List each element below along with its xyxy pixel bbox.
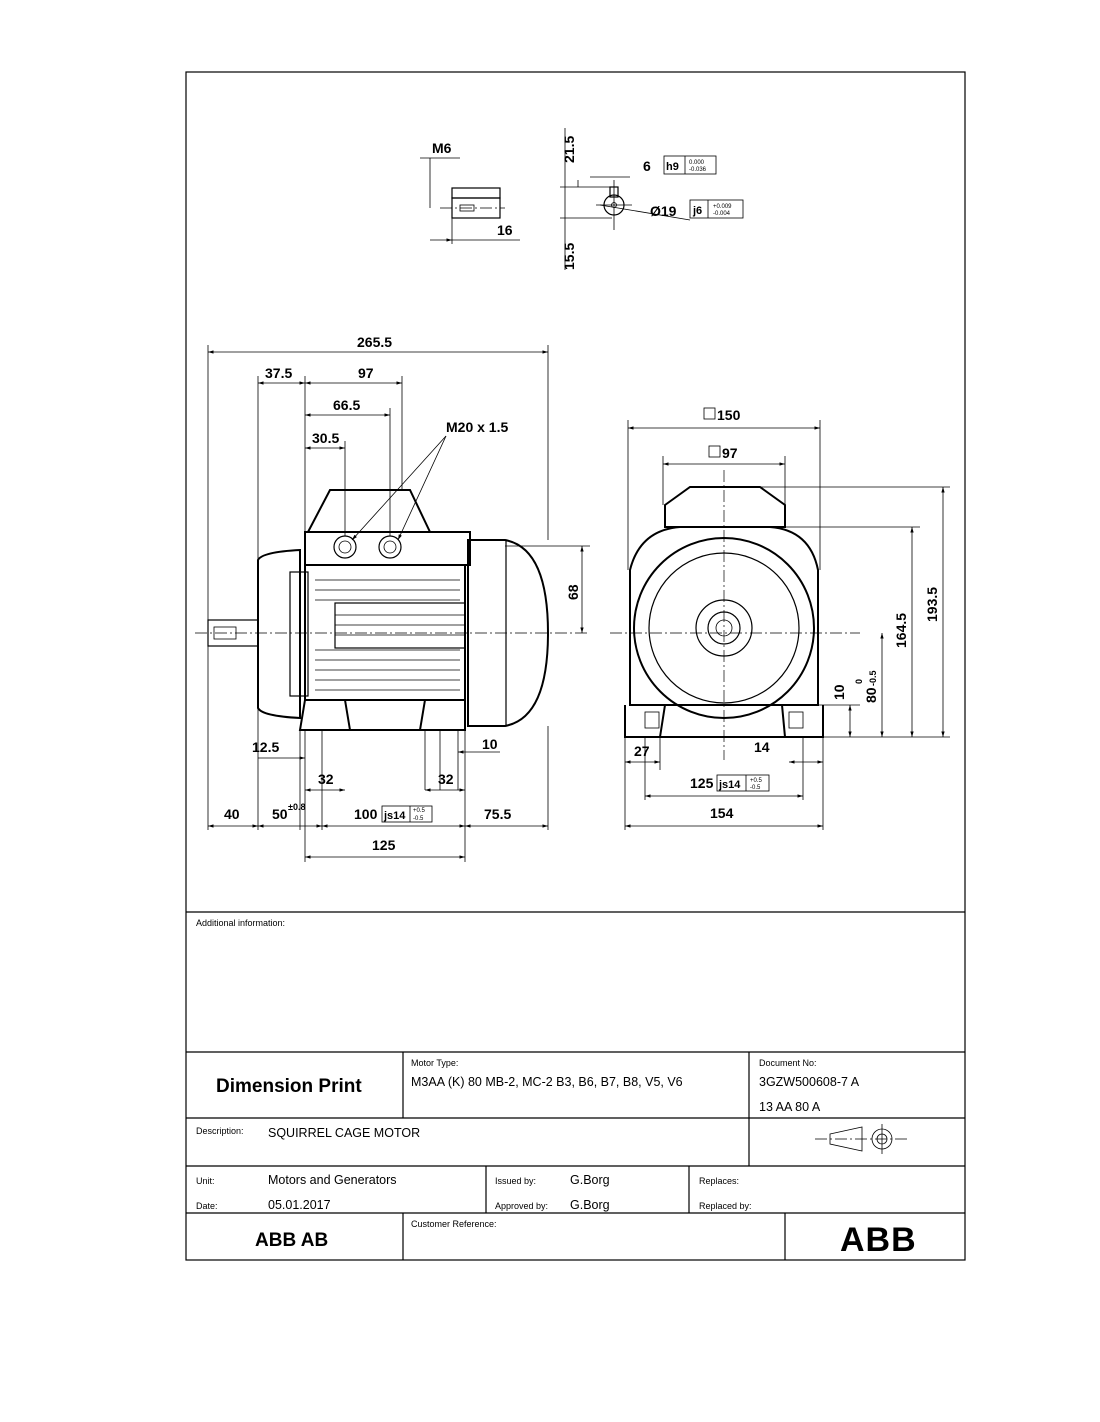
shaft-tol-upper: +0.009 [713, 204, 732, 210]
dim-27-label: 27 [634, 743, 650, 759]
dim-75-5-label: 75.5 [484, 806, 511, 822]
dim-30-5-label: 30.5 [312, 430, 339, 446]
projection-symbol-icon [815, 1124, 910, 1154]
dim-66-5-label: 66.5 [333, 397, 360, 413]
document-ref-value: 13 AA 80 A [759, 1100, 821, 1114]
shaft-offset-label: 15.5 [561, 243, 577, 270]
motor-side-view: 265.5 37.5 97 66.5 30.5 M20 x 1.5 68 12. [195, 334, 590, 862]
dim-14-label: 14 [754, 739, 770, 755]
issued-by-value: G.Borg [570, 1173, 610, 1187]
key-width-label: 6 [643, 158, 651, 174]
unit-value: Motors and Generators [268, 1173, 397, 1187]
dim-12-5-label: 12.5 [252, 739, 279, 755]
dim-32-right-label: 32 [438, 771, 454, 787]
date-value: 05.01.2017 [268, 1198, 331, 1212]
motor-end-view: 150 97 193.5 164.5 80 0 -0.5 10 27 14 12… [610, 407, 950, 830]
dim-125-end-label: 125 [690, 775, 714, 791]
height-164-5-label: 164.5 [893, 613, 909, 648]
dim-50-label: 50 [272, 806, 288, 822]
keyway-length-label: 16 [497, 222, 513, 238]
motor-type-value: M3AA (K) 80 MB-2, MC-2 B3, B6, B7, B8, V… [411, 1075, 683, 1089]
abb-logo: ABB [840, 1221, 917, 1259]
shaft-height-label: 21.5 [561, 136, 577, 163]
dim-68-label: 68 [565, 584, 581, 600]
height-193-5-label: 193.5 [924, 587, 940, 622]
document-no-value: 3GZW500608-7 A [759, 1075, 860, 1089]
shaft-tol-lower: -0.004 [713, 211, 731, 217]
description-label: Description: [196, 1126, 244, 1136]
key-tol-lower: -0.036 [689, 167, 707, 173]
cable-entry-label: M20 x 1.5 [446, 419, 508, 435]
shaft-end-detail: M6 16 21.5 15.5 6 h9 0.000 -0.036 Ø19 j6… [420, 128, 744, 270]
shaft-height-80-tol-upper: 0 [854, 679, 864, 684]
shaft-diameter-label: Ø19 [650, 203, 677, 219]
date-label: Date: [196, 1201, 218, 1211]
dim-125-end-tol-lower: -0.5 [750, 785, 761, 791]
dim-10-side-label: 10 [482, 736, 498, 752]
additional-info-label: Additional information: [196, 918, 285, 928]
title-block: Additional information: Dimension Print … [186, 911, 965, 1260]
customer-reference-label: Customer Reference: [411, 1219, 497, 1229]
square-150-label: 150 [717, 407, 741, 423]
shaft-height-80-tol-lower: -0.5 [868, 670, 878, 686]
issued-by-label: Issued by: [495, 1176, 536, 1186]
dim-50-tol: ±0.8 [288, 802, 305, 812]
dim-125-end-tol-upper: +0.5 [750, 778, 763, 784]
replaced-by-label: Replaced by: [699, 1201, 752, 1211]
description-value: SQUIRREL CAGE MOTOR [268, 1126, 420, 1140]
dim-32-left-label: 32 [318, 771, 334, 787]
motor-type-label: Motor Type: [411, 1058, 458, 1068]
dim-125-end-fit: js14 [718, 779, 741, 791]
sheet-border [185, 71, 966, 1261]
dim-97-label: 97 [358, 365, 374, 381]
dim-125-side-label: 125 [372, 837, 396, 853]
key-tol-upper: 0.000 [689, 160, 705, 166]
unit-label: Unit: [196, 1176, 215, 1186]
dim-10-end-label: 10 [831, 684, 847, 700]
thread-label: M6 [432, 140, 452, 156]
dim-100-tol-upper: +0.5 [413, 808, 426, 814]
replaces-label: Replaces: [699, 1176, 739, 1186]
shaft-fit-label: j6 [692, 205, 702, 217]
dim-100-tol-lower: -0.5 [413, 816, 424, 822]
document-title: Dimension Print [216, 1076, 362, 1097]
company-name: ABB AB [255, 1230, 328, 1251]
overall-length-label: 265.5 [357, 334, 392, 350]
key-fit-label: h9 [666, 161, 679, 173]
square-97-label: 97 [722, 445, 738, 461]
dim-100-fit: js14 [383, 810, 406, 822]
approved-by-label: Approved by: [495, 1201, 548, 1211]
dim-40-label: 40 [224, 806, 240, 822]
dim-100-label: 100 [354, 806, 378, 822]
document-no-label: Document No: [759, 1058, 817, 1068]
shaft-height-80-label: 80 [863, 687, 879, 703]
dim-154-label: 154 [710, 805, 734, 821]
approved-by-value: G.Borg [570, 1198, 610, 1212]
dim-37-5-label: 37.5 [265, 365, 292, 381]
